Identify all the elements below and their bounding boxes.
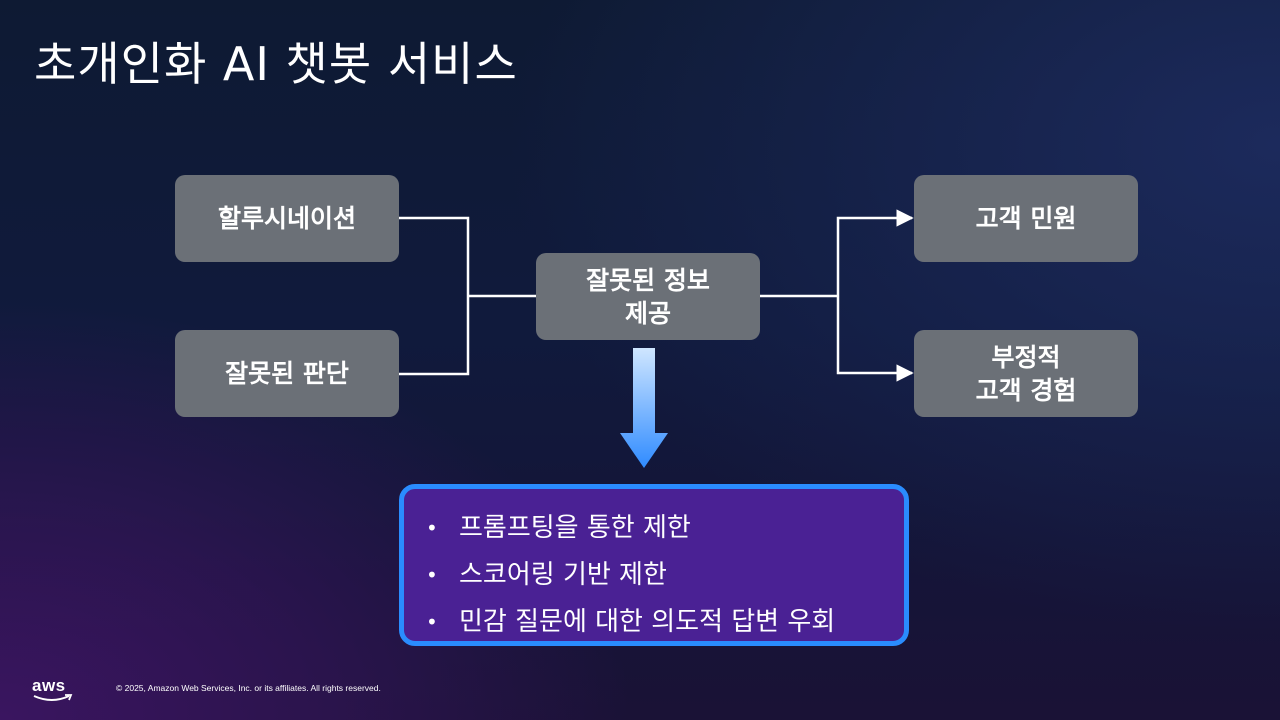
- cause-wrong-judgment-box: 잘못된 판단: [175, 330, 399, 417]
- solutions-box: • 프롬프팅을 통한 제한 • 스코어링 기반 제한 • 민감 질문에 대한 의…: [399, 484, 909, 646]
- solution-text: 스코어링 기반 제한: [459, 560, 667, 590]
- connector-wrong-judgment: [399, 296, 470, 376]
- aws-logo: aws: [32, 676, 76, 704]
- solution-item: • 스코어링 기반 제한: [426, 552, 904, 599]
- arrow-to-negative: [836, 296, 914, 382]
- box-label-line-2: 제공: [624, 298, 671, 328]
- effect-complaint-box: 고객 민원: [914, 175, 1138, 262]
- copyright-text: © 2025, Amazon Web Services, Inc. or its…: [116, 683, 381, 693]
- box-label-line-2: 고객 경험: [975, 375, 1077, 405]
- box-label-line-1: 잘못된 정보: [586, 265, 710, 295]
- solution-item: • 프롬프팅을 통한 제한: [426, 505, 904, 552]
- solution-text: 민감 질문에 대한 의도적 답변 우회: [459, 607, 836, 637]
- page-title: 초개인화 AI 챗봇 서비스: [34, 37, 518, 91]
- down-arrow-icon: [620, 348, 668, 468]
- cause-hallucination-box: 할루시네이션: [175, 175, 399, 262]
- connector-hallucination: [399, 216, 470, 296]
- solutions-list: • 프롬프팅을 통한 제한 • 스코어링 기반 제한 • 민감 질문에 대한 의…: [404, 489, 904, 646]
- bullet-icon: •: [426, 516, 438, 540]
- effect-negative-experience-box: 부정적 고객 경험: [914, 330, 1138, 417]
- box-label: 할루시네이션: [217, 204, 356, 233]
- box-label-line-1: 부정적: [991, 342, 1061, 372]
- bullet-icon: •: [426, 610, 438, 634]
- bullet-icon: •: [426, 563, 438, 587]
- solution-text: 프롬프팅을 통한 제한: [459, 513, 691, 543]
- arrow-to-complaint: [836, 209, 914, 296]
- solution-item: • 민감 질문에 대한 의도적 답변 우회: [426, 599, 904, 646]
- box-label: 고객 민원: [975, 204, 1077, 233]
- center-wrong-info-box: 잘못된 정보 제공: [536, 253, 760, 340]
- box-label: 잘못된 판단: [225, 359, 349, 388]
- aws-logo-text: aws: [32, 676, 66, 695]
- aws-smile-icon: [33, 694, 73, 701]
